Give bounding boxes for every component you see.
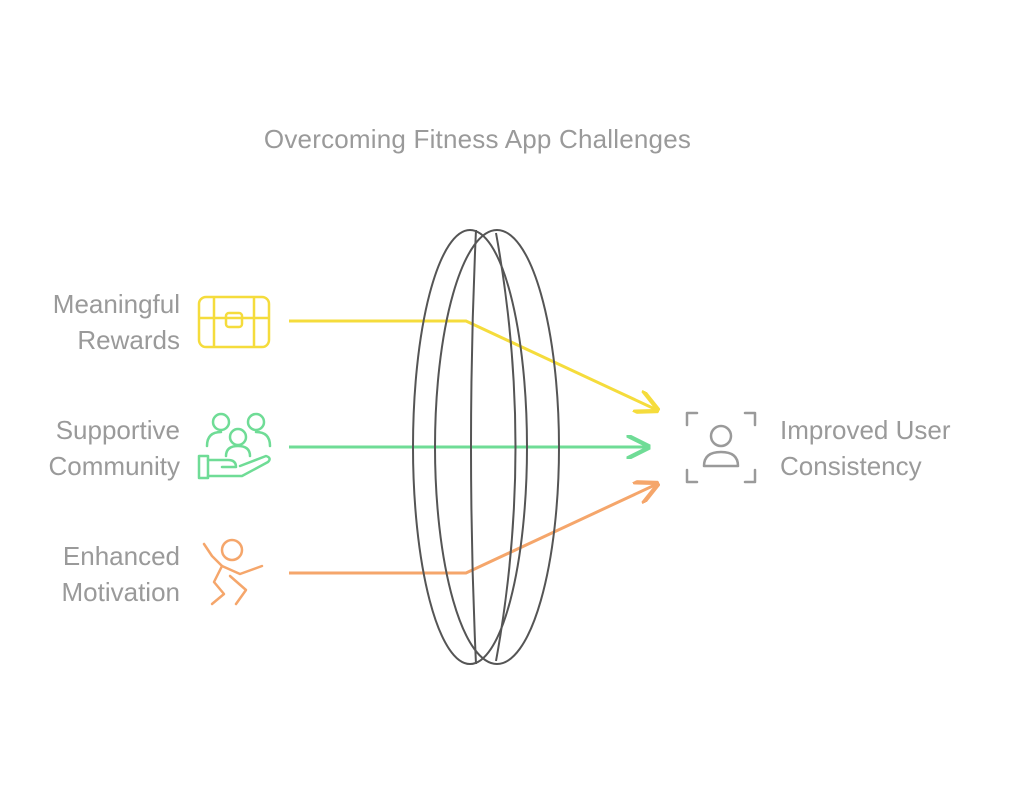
input-label-line2: Community	[48, 451, 180, 481]
flow-line-rewards	[289, 319, 657, 410]
input-label-line1: Supportive	[55, 415, 180, 445]
community-hand-icon	[197, 412, 272, 480]
input-label-supportive-community: Supportive Community	[0, 412, 180, 484]
input-label-enhanced-motivation: Enhanced Motivation	[0, 538, 181, 610]
flow-line-motivation	[289, 484, 657, 575]
input-label-line1: Enhanced	[62, 541, 180, 571]
treasure-chest-icon	[197, 295, 271, 349]
output-label-line2: Consistency	[780, 451, 922, 481]
user-focus-icon	[685, 411, 757, 484]
input-label-line2: Motivation	[61, 577, 181, 607]
input-label-line1: Meaningful	[52, 289, 180, 319]
output-label-line1: Improved User	[780, 415, 951, 445]
diagram-title: Overcoming Fitness App Challenges	[263, 124, 692, 154]
input-label-meaningful-rewards: Meaningful Rewards	[0, 286, 180, 358]
running-person-icon	[202, 538, 264, 606]
output-label-improved-user-consistency: Improved User Consistency	[780, 412, 1010, 484]
lens-shape	[412, 229, 560, 665]
input-label-line2: Rewards	[77, 325, 180, 355]
